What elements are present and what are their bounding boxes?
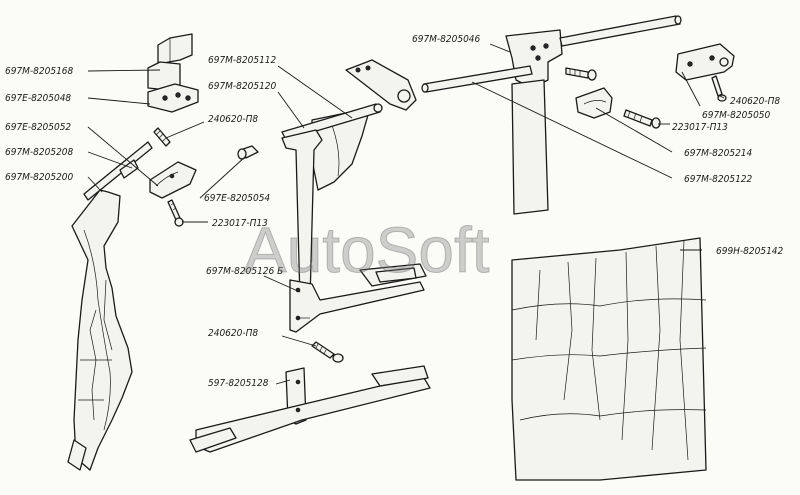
- label-697m-8205200: 697M-8205200: [5, 172, 74, 183]
- plate-697m-8205050: [675, 43, 735, 81]
- label-697m-8205126b: 697M-8205126 Б: [206, 266, 283, 277]
- label-240620-p8-top: 240620-П8: [208, 114, 258, 125]
- hinge-left-of-rod: [345, 59, 417, 111]
- label-697m-8205168: 697M-8205168: [5, 66, 74, 77]
- label-699h-8205142: 699H-8205142: [716, 246, 784, 257]
- screw-240620-right: [711, 75, 727, 102]
- screw-223017-lower: [167, 199, 184, 227]
- bracket-697e-8205048: [147, 83, 199, 113]
- label-697m-8205046: 697M-8205046: [412, 34, 481, 45]
- label-697m-8205208: 697M-8205208: [5, 147, 74, 158]
- label-223017-p13-left: 223017-П13: [212, 218, 268, 229]
- screw-240620-mid: [311, 341, 344, 363]
- curtain-left-697m-8205200: [67, 189, 133, 471]
- label-697m-8205050: 697M-8205050: [702, 110, 771, 121]
- bracket-697m-8205168: [147, 33, 193, 91]
- clip-697e-8205052: [149, 161, 197, 199]
- hanger-strip: [511, 79, 549, 215]
- screw-223017-right: [623, 109, 661, 129]
- clamp-697m-8205214: [575, 87, 613, 119]
- rod-697m-8205208: [83, 141, 153, 201]
- pin-697e-8205054: [237, 145, 259, 160]
- screw-top-right: [565, 67, 597, 81]
- label-697m-8205120: 697M-8205120: [208, 81, 277, 92]
- watermark: AutoSoft: [244, 214, 490, 286]
- curtain-699h-8205142: [511, 237, 707, 481]
- part-labels: 697M-8205168 697E-8205048 697E-8205052 6…: [5, 34, 784, 389]
- label-697m-8205122: 697M-8205122: [684, 174, 753, 185]
- bracket-597-8205128: [189, 365, 431, 453]
- label-697e-8205048: 697E-8205048: [5, 93, 71, 104]
- label-597-8205128: 597-8205128: [208, 378, 269, 389]
- leader-lines: [87, 43, 725, 385]
- label-240620-p8-right: 240620-П8: [730, 96, 780, 107]
- label-223017-p13-right: 223017-П13: [672, 122, 728, 133]
- label-240620-p8-mid: 240620-П8: [208, 328, 258, 339]
- label-697e-8205052: 697E-8205052: [5, 122, 71, 133]
- label-697e-8205054: 697E-8205054: [204, 193, 270, 204]
- screw-left: [153, 127, 171, 147]
- bracket-697m-8205126b: [281, 129, 427, 333]
- top-rod: [421, 15, 682, 93]
- label-697m-8205112: 697M-8205112: [208, 55, 277, 66]
- label-697m-8205214: 697M-8205214: [684, 148, 753, 159]
- bracket-697m-8205046: [505, 29, 563, 89]
